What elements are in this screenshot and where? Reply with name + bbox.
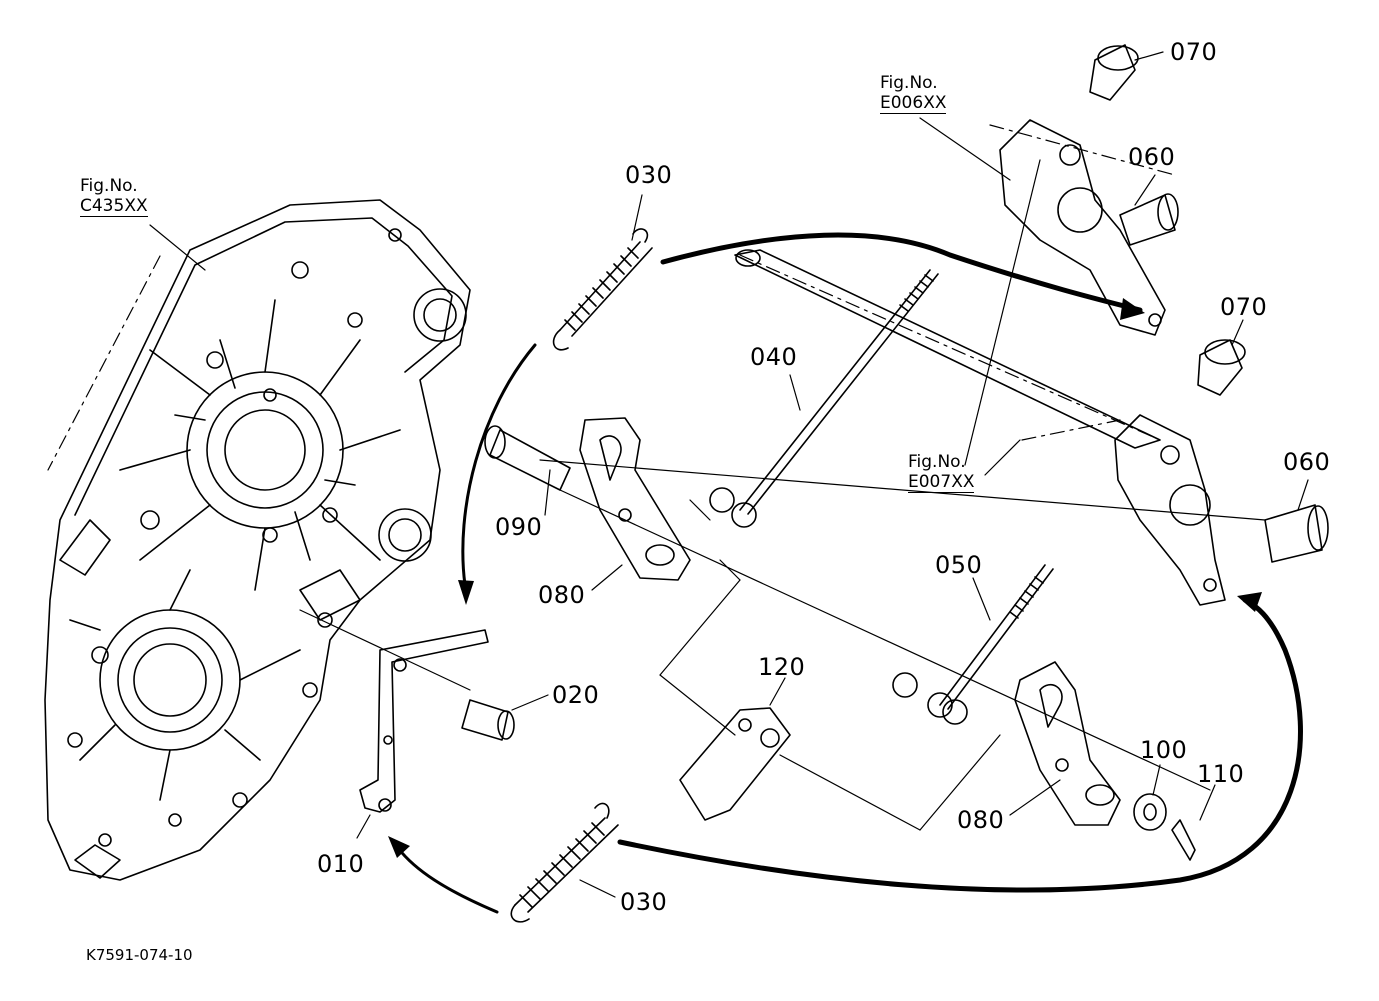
fig-ref-code: E007XX <box>908 472 975 493</box>
part-label-080-lower: 080 <box>957 806 1005 834</box>
levers-and-brackets <box>360 45 1328 860</box>
assembly-arrows <box>388 235 1300 912</box>
fig-ref-code: C435XX <box>80 196 148 217</box>
part-label-110: 110 <box>1197 760 1245 788</box>
part-label-020: 020 <box>552 681 600 709</box>
part-label-030-upper: 030 <box>625 161 673 189</box>
part-label-120: 120 <box>758 653 806 681</box>
part-label-060-lower: 060 <box>1283 448 1331 476</box>
part-label-010: 010 <box>317 850 365 878</box>
part-label-030-lower: 030 <box>620 888 668 916</box>
part-label-080-upper: 080 <box>538 581 586 609</box>
transmission-case-drawing <box>45 200 470 880</box>
fig-ref-prefix: Fig.No. <box>880 73 938 93</box>
part-label-060-upper: 060 <box>1128 143 1176 171</box>
fig-ref-c435xx: Fig.No. C435XX <box>80 176 148 217</box>
part-label-050: 050 <box>935 551 983 579</box>
part-label-090: 090 <box>495 513 543 541</box>
part-label-070-upper: 070 <box>1170 38 1218 66</box>
part-label-070-lower: 070 <box>1220 293 1268 321</box>
drawing-code: K7591-074-10 <box>86 946 193 964</box>
rods-040-050 <box>735 250 1160 709</box>
leader-lines <box>48 52 1308 897</box>
fig-ref-e007xx: Fig.No. E007XX <box>908 452 975 493</box>
fig-ref-e006xx: Fig.No. E006XX <box>880 73 947 114</box>
fig-ref-prefix: Fig.No. <box>80 176 138 196</box>
springs-030 <box>511 229 652 922</box>
part-label-100: 100 <box>1140 736 1188 764</box>
fig-ref-code: E006XX <box>880 93 947 114</box>
fig-ref-prefix: Fig.No. <box>908 452 966 472</box>
part-label-040: 040 <box>750 343 798 371</box>
